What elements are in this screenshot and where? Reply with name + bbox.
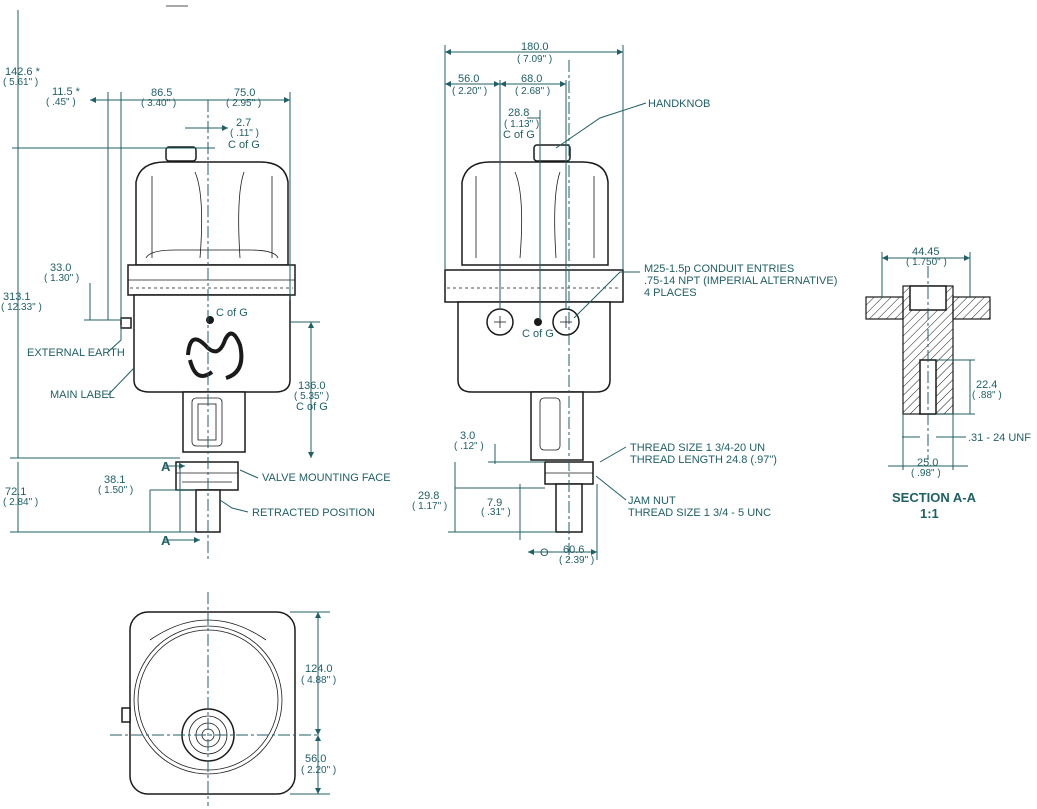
dim-72-1-in: ( 2.84" ) (3, 497, 38, 508)
dim-313-1-in: ( 12.33" ) (1, 302, 42, 313)
dim-86-5-in: ( 3.40" ) (141, 98, 176, 109)
dim-44-45-in: ( 1.750" ) (906, 257, 947, 268)
label-handknob: HANDKNOB (648, 98, 710, 110)
label-conduit-3: 4 PLACES (644, 287, 697, 299)
handknob-left (165, 146, 197, 162)
dim-28-8: 28.8 (508, 107, 529, 119)
section-flange-right (952, 296, 991, 320)
dim-180-0-in: ( 7.09" ) (517, 54, 552, 65)
dim-2-7-in: ( .11" ) (230, 128, 259, 139)
dim-7-9: 7.9 (487, 497, 502, 509)
dim-75-0-in: ( 2.95" ) (226, 98, 261, 109)
dim-56-0-bottom-in: ( 2.20" ) (301, 765, 336, 776)
dim-28-8-in: ( 1.13" ) (504, 119, 539, 130)
dim-38-1: 38.1 (104, 474, 125, 486)
cofg-top-left: C of G (228, 139, 260, 151)
bottom-outline (129, 611, 296, 795)
left-upper-cover (135, 161, 289, 266)
left-neck (182, 391, 246, 453)
dim-313-1: 313.1 (3, 291, 31, 303)
dim-142-6: 142.6 * (5, 66, 41, 78)
label-conduit-1: M25-1.5p CONDUIT ENTRIES (644, 263, 794, 275)
dim-68-0: 68.0 (521, 73, 542, 85)
dim-136-0: 136.0 (298, 380, 326, 392)
dim-56-0: 56.0 (458, 73, 479, 85)
left-lower-body (133, 294, 291, 393)
dim-56-0-bottom: 56.0 (305, 753, 326, 765)
origin-mark: O (540, 547, 549, 559)
dim-60-6-in: ( 2.39" ) (559, 555, 594, 566)
dim-68-0-in: ( 2.68" ) (515, 86, 550, 97)
dim-3-0-in: ( .12" ) (454, 441, 484, 452)
label-retracted-position: RETRACTED POSITION (252, 507, 375, 519)
dim-29-8: 29.8 (418, 490, 439, 502)
cofg-top-center: C of G (503, 129, 535, 141)
dim-29-8-in: ( 1.17" ) (412, 501, 447, 512)
dim-2-7: 2.7 (236, 117, 251, 129)
dim-11-5: 11.5 * (52, 86, 81, 98)
section-title: SECTION A-A (892, 490, 977, 505)
section-flange-left (865, 296, 904, 320)
dim-33-0: 33.0 (50, 262, 71, 274)
label-thread-1: THREAD SIZE 1 3/4-20 UN (630, 442, 765, 454)
label-external-earth: EXTERNAL EARTH (27, 347, 125, 359)
cofg-body-center: C of G (522, 328, 554, 340)
label-valve-mounting-face: VALVE MOUNTING FACE (262, 472, 391, 484)
handknob-center (533, 144, 571, 162)
label-conduit-2: .75-14 NPT (IMPERIAL ALTERNATIVE) (644, 275, 837, 287)
cofg-right-left: C of G (296, 401, 328, 413)
dim-60-6: 60.6 (563, 544, 584, 556)
dim-22-4-in: ( .88" ) (972, 390, 1002, 401)
dim-44-45: 44.45 (912, 246, 940, 258)
dim-75-0: 75.0 (234, 87, 255, 99)
label-jam-2: THREAD SIZE 1 3/4 - 5 UNC (628, 507, 771, 519)
center-lower-body (457, 301, 611, 393)
dim-142-6-in: ( 5.61" ) (3, 77, 38, 88)
section-scale: 1:1 (920, 506, 939, 521)
dim-86-5: 86.5 (151, 87, 172, 99)
dim-180-0: 180.0 (521, 41, 549, 53)
left-side-view (10, 5, 320, 560)
label-main-label: MAIN LABEL (50, 389, 115, 401)
dim-25-0: 25.0 (917, 457, 938, 469)
label-jam-1: JAM NUT (628, 495, 676, 507)
label-thread-2: THREAD LENGTH 24.8 (.97") (630, 454, 777, 466)
dim-25-0-in: ( .98" ) (911, 468, 941, 479)
dim-124-0: 124.0 (305, 663, 333, 675)
dim-72-1: 72.1 (5, 486, 26, 498)
label-thread-unf: .31 - 24 UNF (968, 432, 1031, 444)
dim-124-0-in: ( 4.88" ) (301, 675, 336, 686)
section-a-a-view (865, 252, 991, 470)
dim-11-5-in: ( .45" ) (46, 97, 76, 108)
dim-7-9-in: ( .31" ) (481, 507, 511, 518)
center-upper-cover (461, 161, 609, 266)
dim-3-0: 3.0 (460, 430, 475, 442)
dim-56-0-in: ( 2.20" ) (452, 86, 487, 97)
dim-33-0-in: ( 1.30" ) (44, 273, 79, 284)
dim-136-0-in: ( 5.35" ) (294, 391, 329, 402)
dim-38-1-in: ( 1.50" ) (98, 485, 133, 496)
front-view (444, 45, 647, 560)
section-mark-a-top: A (161, 459, 171, 474)
section-mark-a-bottom: A (161, 533, 171, 548)
valve-mounting-plate (175, 461, 239, 491)
dim-22-4: 22.4 (976, 379, 997, 391)
bottom-view (110, 592, 330, 806)
center-flange (444, 269, 624, 303)
cofg-body-left: C of G (216, 307, 248, 319)
brand-logo (186, 331, 244, 380)
